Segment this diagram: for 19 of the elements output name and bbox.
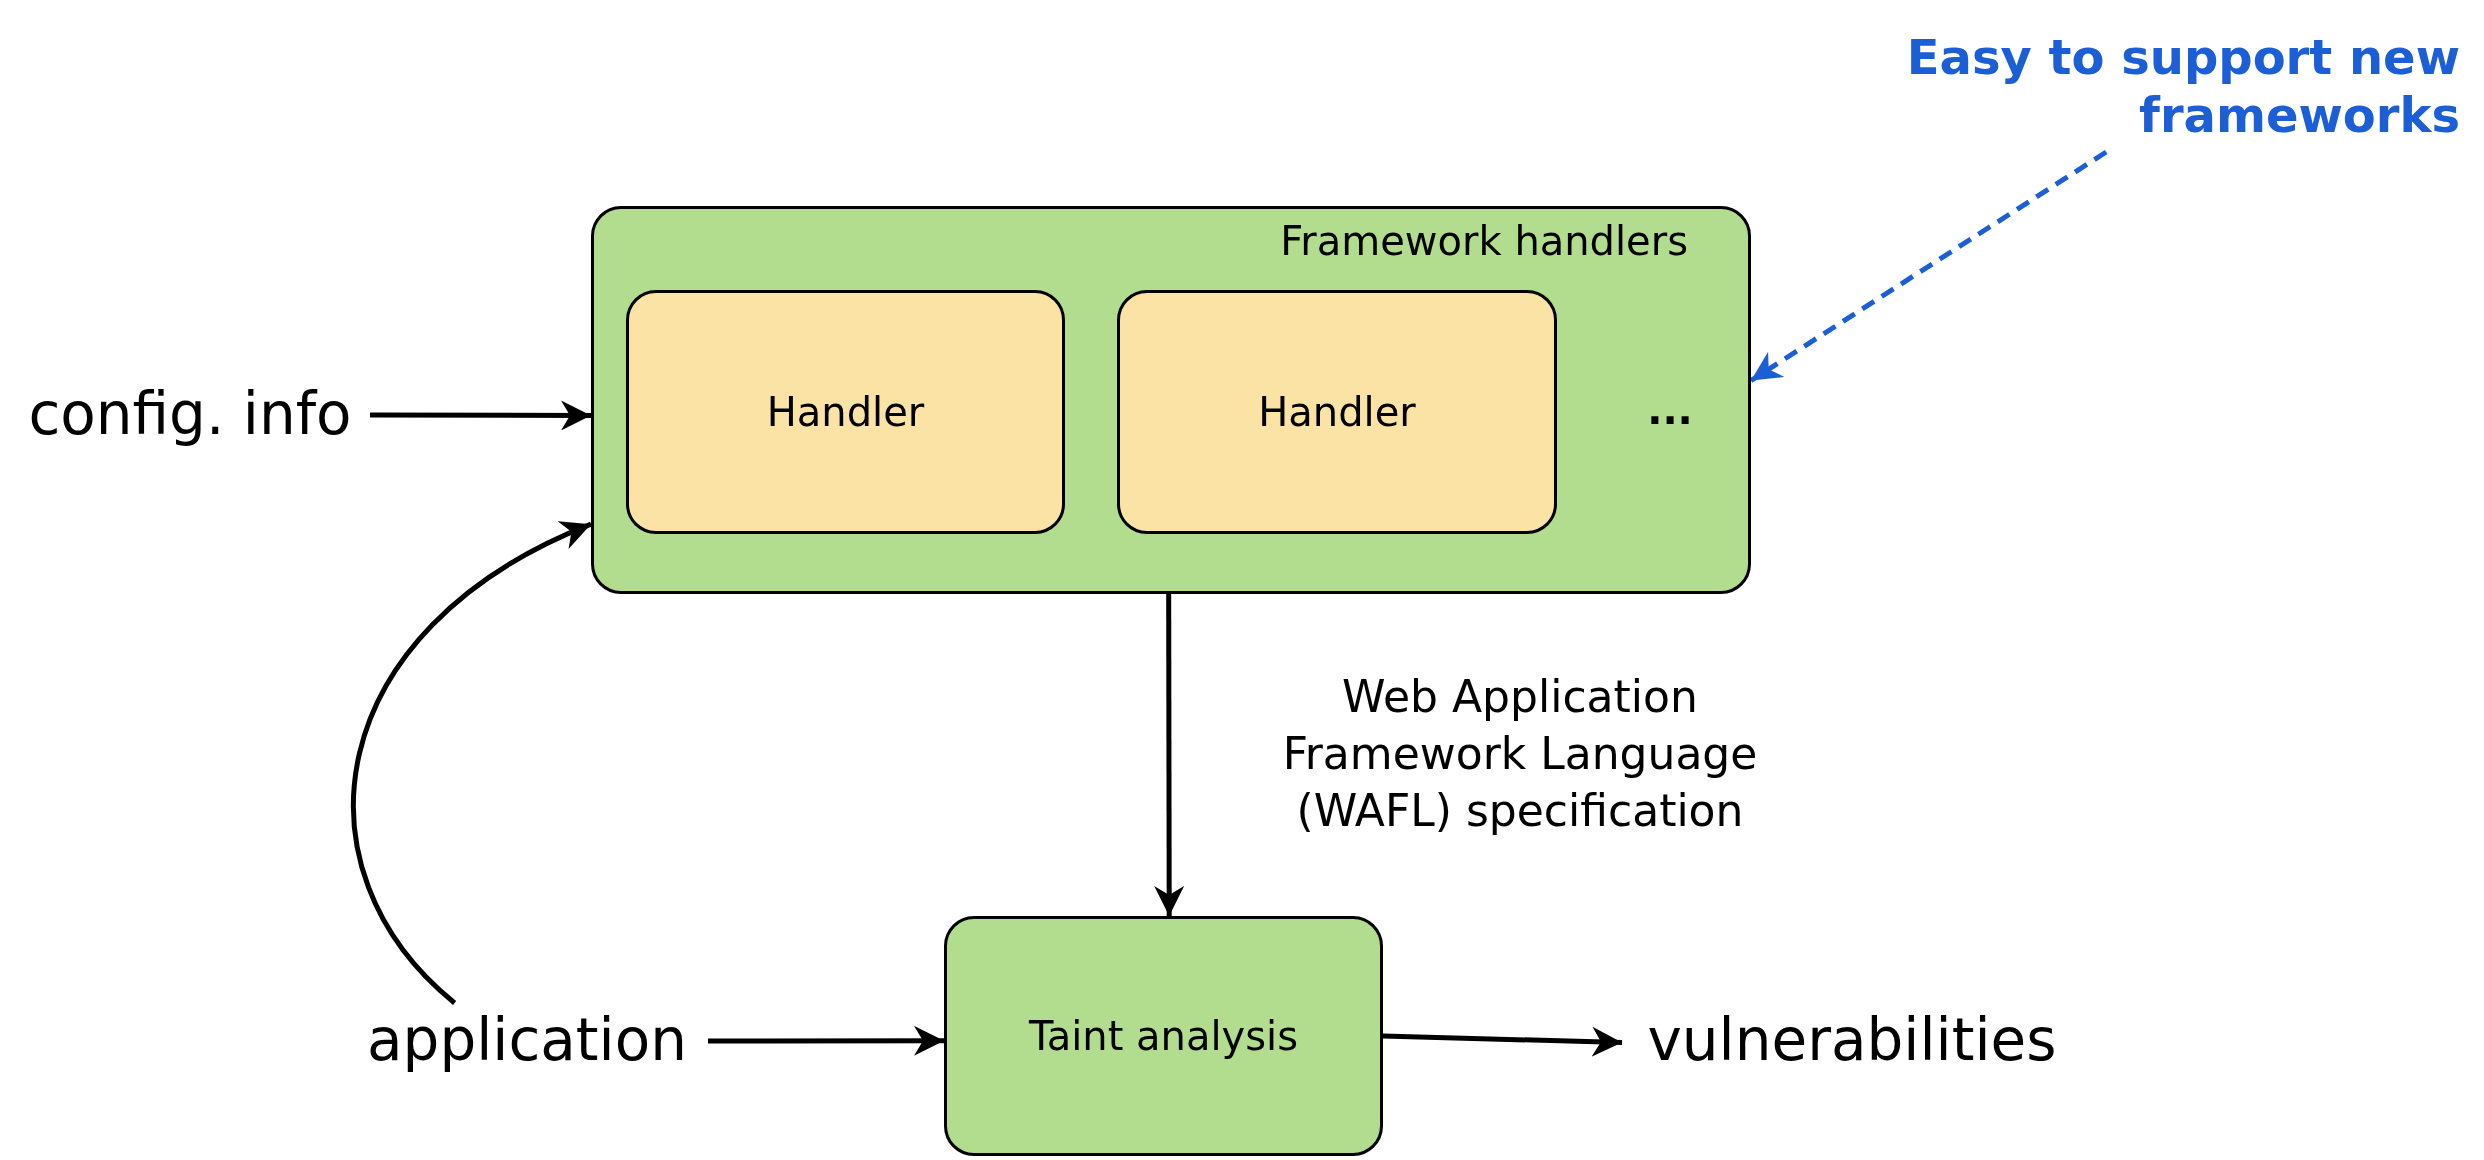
handler-box (1117, 290, 1557, 534)
ellipsis-label: ... (1647, 387, 1693, 433)
arrow (1154, 594, 1185, 916)
framework-panel (591, 206, 1751, 594)
box-label: Handler (1257, 388, 1417, 436)
annotation-text: Easy to support new frameworks (1880, 22, 2460, 152)
box-label: Handler (765, 388, 926, 436)
output-label: vulnerabilities (1622, 1003, 2082, 1079)
arrow (708, 1025, 944, 1056)
arrow (370, 400, 591, 431)
input-label: application (346, 1003, 708, 1079)
input-label: config. info (10, 378, 370, 452)
dashed-arrow (1749, 149, 2108, 383)
process-box (944, 916, 1383, 1156)
arrow (1382, 1026, 1623, 1057)
box-label: Taint analysis (1028, 1012, 1299, 1060)
arrow (351, 521, 593, 1005)
handler-box (626, 290, 1065, 534)
panel-title: Framework handlers (1280, 217, 1688, 265)
